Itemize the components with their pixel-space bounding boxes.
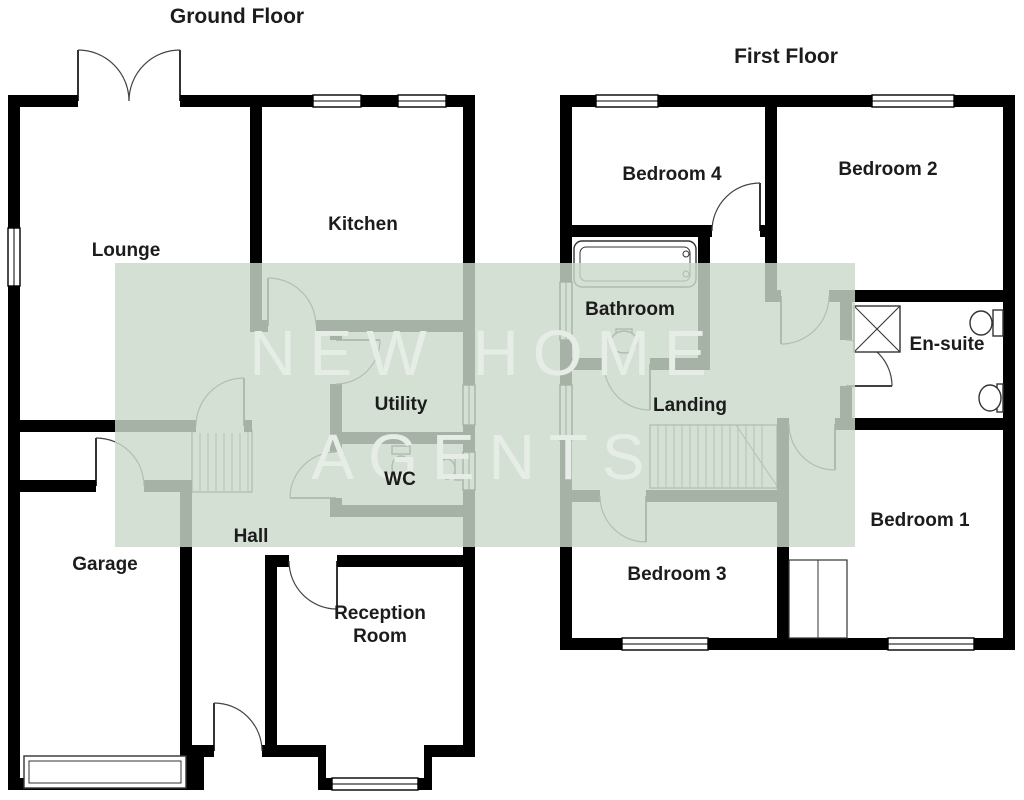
room-label-bathroom: Bathroom: [585, 299, 675, 320]
room-label-landing: Landing: [653, 395, 727, 416]
ensuite-basin: [978, 383, 1004, 413]
room-label-bedroom1: Bedroom 1: [870, 510, 970, 531]
room-label-bedroom2: Bedroom 2: [838, 159, 938, 180]
room-label-hall: Hall: [233, 526, 269, 547]
room-label-kitchen: Kitchen: [328, 214, 398, 235]
room-label-bedroom3: Bedroom 3: [627, 564, 727, 585]
room-label-garage: Garage: [72, 554, 138, 575]
watermark-line1: NEW HOME: [249, 317, 721, 389]
ground-floor-title: Ground Floor: [169, 5, 305, 28]
shower: [853, 305, 901, 353]
room-label-ensuite: En-suite: [909, 334, 985, 355]
watermark: NEW HOME AGENTS: [115, 263, 855, 547]
room-label-utility: Utility: [374, 394, 428, 415]
watermark-band: [115, 263, 855, 547]
ensuite-toilet: [969, 309, 1004, 337]
room-label-reception: Reception Room: [334, 603, 426, 647]
room-label-wc: WC: [384, 469, 416, 490]
room-label-lounge: Lounge: [91, 240, 161, 261]
room-label-bedroom4: Bedroom 4: [622, 164, 722, 185]
watermark-line2: AGENTS: [311, 421, 659, 493]
wardrobe: [788, 559, 848, 639]
garage-door: [23, 755, 187, 789]
first-floor-title: First Floor: [734, 45, 838, 68]
